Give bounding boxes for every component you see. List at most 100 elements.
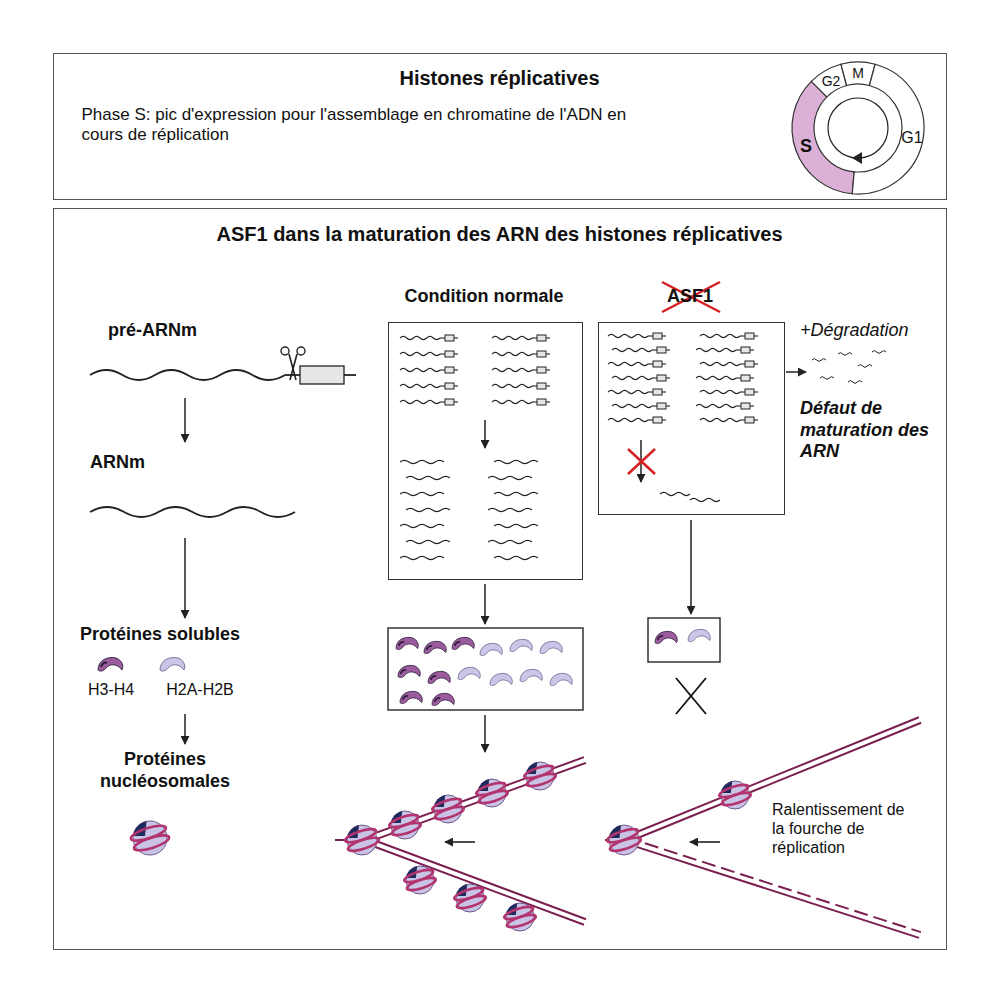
cell-cycle-wheel bbox=[792, 62, 924, 194]
pre-mrna-tail bbox=[648, 335, 653, 336]
pre-mrna-tail bbox=[454, 353, 458, 354]
flow-arrow bbox=[184, 714, 186, 744]
h2a-h2b-protein bbox=[458, 667, 480, 679]
pre-mrna-tail bbox=[657, 403, 666, 409]
mrna-glyph bbox=[494, 556, 538, 559]
rna-fragment bbox=[848, 381, 862, 384]
protein-shape bbox=[458, 667, 480, 679]
pre-mrna-tail bbox=[440, 385, 445, 386]
pre-mrna-tail bbox=[445, 383, 454, 389]
flow-arrow bbox=[184, 538, 186, 618]
pre-mrna-tail bbox=[754, 335, 758, 336]
protein-notch bbox=[431, 676, 436, 680]
protein-shape bbox=[398, 665, 420, 677]
mrna-glyph bbox=[406, 508, 450, 511]
box-heading: Histones réplicatives bbox=[53, 66, 947, 90]
flow-arrow bbox=[484, 715, 486, 752]
flow-arrow bbox=[184, 398, 186, 442]
nucleosome bbox=[718, 781, 752, 809]
h2a-h2b-protein bbox=[490, 673, 512, 685]
pre-mrna-tail bbox=[666, 377, 670, 378]
pre-mrna-tail bbox=[653, 389, 662, 395]
pre-mrna-tail bbox=[745, 417, 754, 423]
dna-wrap bbox=[503, 904, 534, 921]
protein-shape bbox=[432, 693, 454, 705]
dna-wrap bbox=[388, 812, 419, 829]
protein-notch bbox=[435, 698, 440, 702]
pre-mrna-tail bbox=[652, 405, 657, 406]
protein-notch bbox=[403, 696, 408, 700]
box-heading: ASF1 bbox=[619, 286, 761, 308]
pre-mrna-glyph bbox=[696, 376, 736, 379]
pre-mrna-tail bbox=[648, 419, 653, 420]
h2a-h2b-protein bbox=[480, 643, 502, 655]
scissors-symbol bbox=[281, 347, 305, 380]
nucleosome bbox=[475, 779, 509, 807]
pre-mrna-tail bbox=[532, 353, 537, 354]
protein-shape bbox=[540, 641, 562, 653]
dna-wrap bbox=[434, 804, 465, 821]
pre-mrna-tail bbox=[648, 391, 653, 392]
mrna-strand bbox=[90, 507, 295, 517]
h3-h4-protein bbox=[398, 665, 420, 677]
dna-wrap bbox=[347, 835, 381, 854]
pre-mrna-tail bbox=[445, 335, 454, 341]
mrna-glyph bbox=[488, 540, 532, 543]
dna-wrap bbox=[129, 823, 167, 844]
h2a-h2b-protein bbox=[510, 639, 532, 651]
dna-wrap bbox=[431, 796, 462, 813]
rna-fragment bbox=[820, 377, 834, 380]
dna-wrap bbox=[506, 912, 537, 929]
dna-wrap bbox=[721, 790, 752, 807]
pre-mrna-tail bbox=[736, 377, 741, 378]
box-body: Phase S: pic d'expression pour l'assembl… bbox=[82, 105, 642, 146]
cross-mark bbox=[676, 678, 706, 714]
pre-mrna-tail bbox=[750, 405, 754, 406]
dna-wrap bbox=[718, 782, 749, 799]
pre-mrna-glyph bbox=[400, 384, 440, 387]
pre-mrna-tail bbox=[454, 401, 458, 402]
pre-mrna-tail bbox=[440, 401, 445, 402]
dna-strand bbox=[364, 843, 584, 925]
nucleosome bbox=[606, 825, 642, 855]
dna-wrap bbox=[606, 826, 640, 845]
pre-mrna-tail bbox=[750, 349, 754, 350]
pre-mrna-tail bbox=[652, 349, 657, 350]
dna-wrap bbox=[523, 763, 554, 780]
pre-mrna-glyph bbox=[400, 352, 440, 355]
protein-notch bbox=[101, 663, 107, 667]
pre-mrna-glyph bbox=[492, 352, 532, 355]
pre-mrna-tail bbox=[537, 399, 546, 405]
dna-wrap bbox=[609, 835, 643, 854]
nucleosome bbox=[503, 903, 537, 931]
protein-notch bbox=[455, 642, 460, 646]
pre-mrna-tail bbox=[662, 419, 666, 420]
mrna-glyph bbox=[494, 492, 538, 495]
h3-h4-protein bbox=[98, 658, 123, 672]
pre-mrna-glyph bbox=[696, 348, 736, 351]
cycle-arrow-circle bbox=[828, 98, 888, 158]
dna-wrap bbox=[391, 820, 422, 837]
pre-mrna-tail bbox=[657, 375, 666, 381]
flow-arrow bbox=[690, 520, 692, 614]
nucleosome bbox=[523, 762, 557, 790]
pre-mrna-tail bbox=[454, 385, 458, 386]
phase-label: S bbox=[800, 136, 812, 158]
pre-mrna-glyph bbox=[696, 404, 736, 407]
pre-mrna-tail bbox=[537, 351, 546, 357]
cycle-arrowhead bbox=[852, 152, 862, 164]
nucleosome bbox=[129, 821, 170, 855]
pre-mrna-glyph bbox=[608, 362, 648, 365]
pre-mrna-tail bbox=[741, 403, 750, 409]
mrna-glyph bbox=[494, 524, 538, 527]
h3-h4-protein bbox=[428, 671, 450, 683]
pre-mrna-tail bbox=[740, 335, 745, 336]
rna-fragment bbox=[872, 351, 886, 354]
cross-mark bbox=[628, 449, 655, 474]
pre-mrna-tail bbox=[736, 405, 741, 406]
dna-wrap bbox=[403, 867, 434, 884]
pre-mrna-tail bbox=[666, 405, 670, 406]
protein-shape bbox=[400, 691, 422, 703]
dna-wrap bbox=[344, 826, 378, 845]
